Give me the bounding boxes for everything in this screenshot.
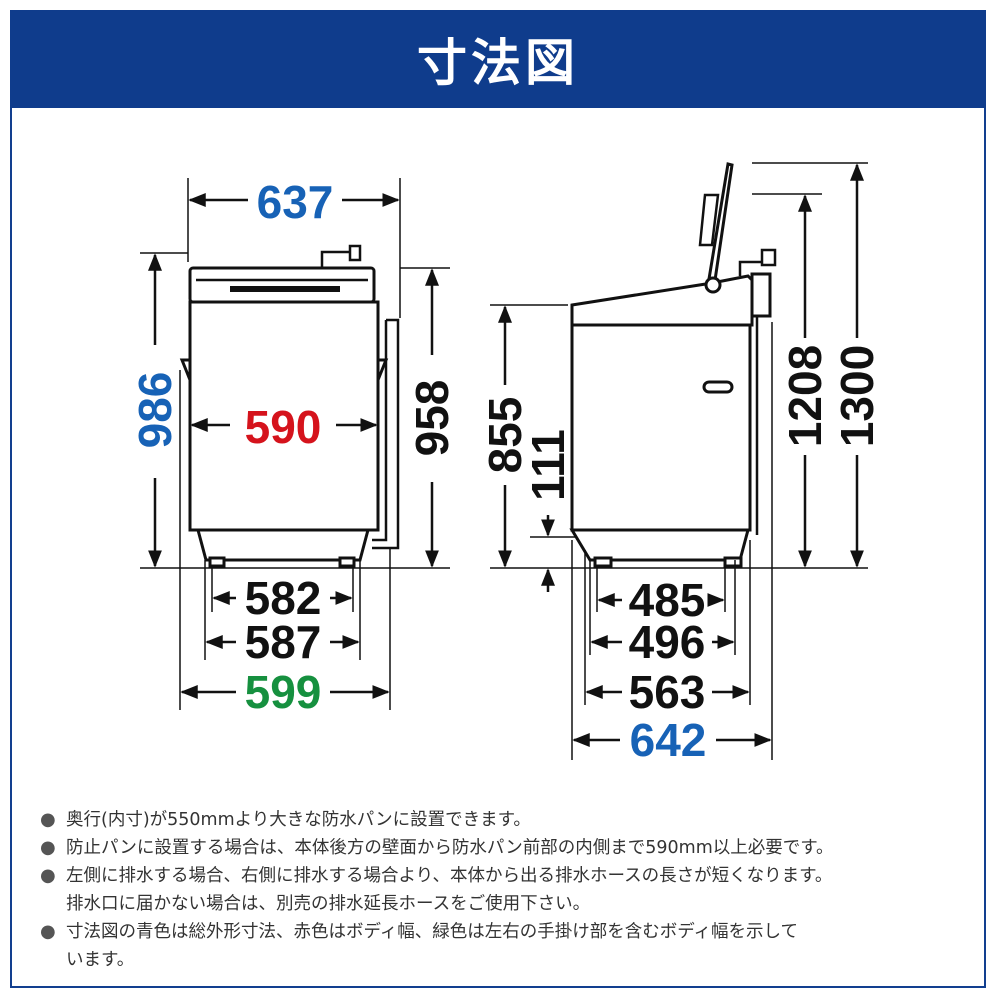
dim-front-height-958: 958	[406, 380, 458, 457]
side-view-machine	[569, 162, 777, 568]
dim-side-height-1300: 1300	[831, 345, 883, 447]
page-title: 寸法図	[417, 34, 579, 92]
notes-list: ●奥行(内寸)が550mmより大きな防水パンに設置できます。 ●防止パンに設置す…	[40, 806, 990, 974]
dim-front-body-width: 590	[245, 401, 322, 453]
note-item: ●防止パンに設置する場合は、本体後方の壁面から防水パン前部の内側まで590mm以…	[40, 834, 990, 862]
front-extension-lines	[140, 178, 450, 710]
dim-front-width-587: 587	[245, 616, 322, 668]
header-band: 寸法図	[10, 10, 986, 108]
note-item: ●寸法図の青色は総外形寸法、赤色はボディ幅、緑色は左右の手掛け部を含むボディ幅を…	[40, 918, 990, 946]
bullet-icon: ●	[40, 921, 56, 942]
bullet-icon: ●	[40, 837, 56, 858]
dim-side-height-855: 855	[479, 397, 531, 474]
dim-side-depth-563: 563	[629, 666, 706, 718]
bullet-icon: ●	[40, 809, 56, 830]
dim-front-overall-height: 986	[129, 372, 181, 449]
dim-side-height-111: 111	[522, 429, 574, 501]
bullet-icon: ●	[40, 865, 56, 886]
note-continuation: います。	[66, 950, 135, 970]
dim-side-depth-496: 496	[629, 616, 706, 668]
note-continuation: 排水口に届かない場合は、別売の排水延長ホースをご使用下さい。	[66, 894, 591, 914]
dim-side-height-1208: 1208	[779, 345, 831, 447]
note-item: ●奥行(内寸)が550mmより大きな防水パンに設置できます。	[40, 806, 990, 834]
note-item: ●左側に排水する場合、右側に排水する場合より、本体から出る排水ホースの長さが短く…	[40, 862, 990, 890]
dim-side-depth-485: 485	[629, 574, 706, 626]
side-extension-lines	[490, 162, 868, 760]
dim-front-overall-width: 637	[257, 176, 334, 228]
dim-front-width-582: 582	[245, 572, 322, 624]
dim-front-width-599: 599	[245, 666, 322, 718]
dim-side-overall-depth: 642	[630, 714, 707, 766]
